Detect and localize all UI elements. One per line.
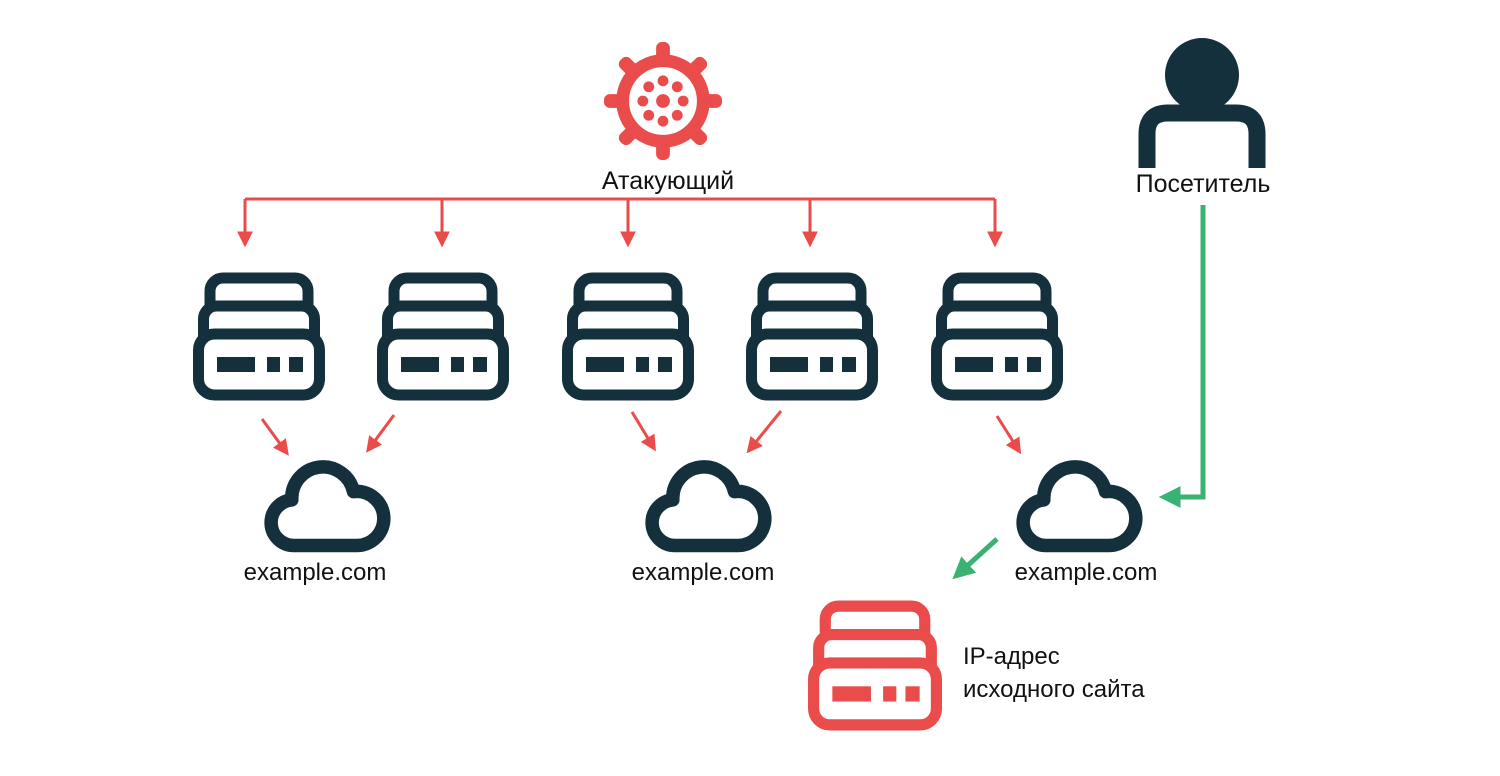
site-domain-label: example.com bbox=[631, 559, 775, 586]
server-icon bbox=[562, 272, 694, 401]
server-to-site-arrow-2 bbox=[366, 414, 396, 453]
cloud-icon bbox=[1016, 460, 1143, 553]
visitor-label: Посетитель bbox=[1135, 170, 1271, 198]
site-domain-label: example.com bbox=[243, 559, 387, 586]
server-icon bbox=[931, 272, 1063, 401]
visitor-to-site-arrow bbox=[1158, 205, 1206, 508]
origin-server-icon bbox=[808, 600, 942, 731]
person-icon bbox=[1138, 38, 1266, 168]
cloud-icon bbox=[264, 460, 391, 553]
server-to-site-arrow-1 bbox=[260, 418, 289, 456]
origin-ip-label-line2: исходного сайта bbox=[963, 676, 1145, 703]
site-domain-label: example.com bbox=[1014, 559, 1158, 586]
origin-ip-label-line1: IP-адрес bbox=[963, 643, 1060, 670]
server-to-site-arrow-4 bbox=[746, 410, 783, 454]
server-to-site-arrow-5 bbox=[995, 415, 1022, 455]
origin-ip-label: IP-адрес исходного сайта bbox=[963, 640, 1145, 706]
virus-icon bbox=[604, 42, 722, 160]
attacker-label: Атакующий bbox=[601, 167, 735, 195]
server-icon bbox=[746, 272, 878, 401]
cloud-icon bbox=[645, 460, 772, 553]
site-to-origin-arrow bbox=[952, 537, 999, 580]
server-to-site-arrow-3 bbox=[630, 411, 656, 452]
server-icon bbox=[193, 272, 325, 401]
server-icon bbox=[377, 272, 509, 401]
